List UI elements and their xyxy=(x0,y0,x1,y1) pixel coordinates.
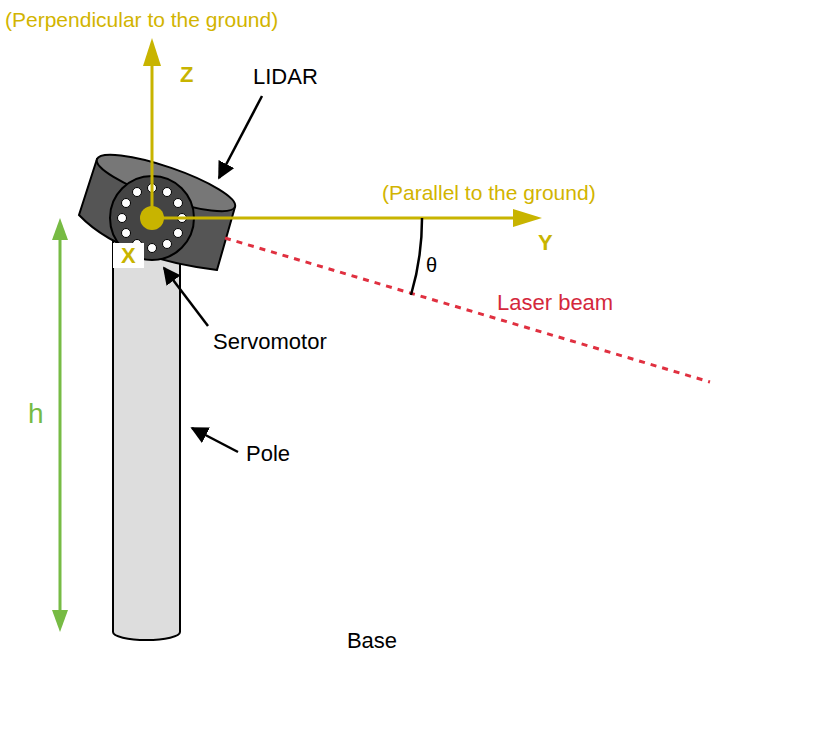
lidar-body xyxy=(79,159,235,270)
axis-name: Y xyxy=(538,230,553,255)
leader-line xyxy=(164,268,208,326)
x-axis-dot xyxy=(140,206,164,230)
dimension-arrowhead xyxy=(52,218,68,240)
y-arrowhead xyxy=(513,209,542,227)
part-name: LIDAR xyxy=(253,64,318,89)
leader-line xyxy=(219,96,262,178)
servomotor-hole xyxy=(133,188,142,197)
base-ellipse: Base xyxy=(105,498,795,722)
servomotor-hole xyxy=(148,244,157,253)
axis-name: Z xyxy=(180,62,193,87)
dimension-label: h xyxy=(28,398,44,430)
servomotor-hole xyxy=(163,239,172,248)
part-name: Servomotor xyxy=(213,329,327,354)
pole-shape xyxy=(113,240,180,640)
part-name: Pole xyxy=(246,441,290,466)
y-axis xyxy=(152,217,518,220)
servomotor-hole xyxy=(163,188,172,197)
beam-label: Laser beam xyxy=(497,290,613,315)
ellipse-outline xyxy=(105,498,795,722)
servomotor-hole xyxy=(122,229,131,238)
height-dimension xyxy=(59,236,62,614)
angle-arc xyxy=(411,218,422,295)
node-label: Base xyxy=(347,628,397,654)
z-axis xyxy=(151,60,154,218)
servomotor-hole xyxy=(122,199,131,208)
leader-line xyxy=(192,428,238,452)
base-shape xyxy=(107,500,793,720)
servomotor-hole xyxy=(173,229,182,238)
z-arrowhead xyxy=(143,38,161,66)
axis-note: (Parallel to the ground) xyxy=(382,181,596,205)
axis-name: X xyxy=(113,243,144,268)
angle-label: θ xyxy=(426,254,437,277)
servomotor-hole xyxy=(118,214,127,223)
laser-beam-line xyxy=(225,238,710,382)
axis-note: (Perpendicular to the ground) xyxy=(5,8,278,32)
dimension-arrowhead xyxy=(52,610,68,632)
servomotor-hole xyxy=(173,199,182,208)
